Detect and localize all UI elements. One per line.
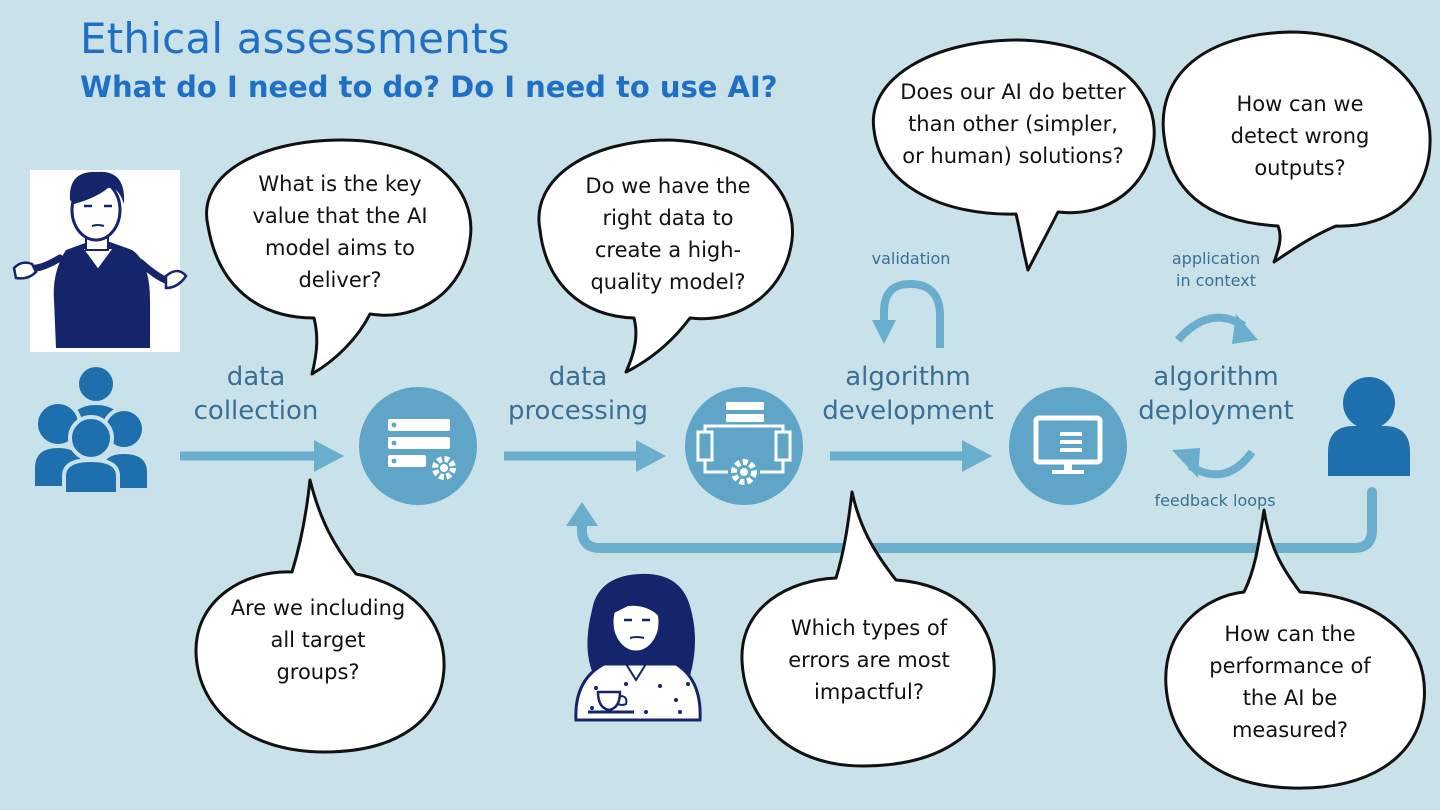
label-line: application (1171, 249, 1261, 268)
stage-label-algorithm-deployment: algorithm deployment (1130, 360, 1302, 428)
stage-label-data-collection: data collection (170, 360, 342, 428)
bubble-line: What is the key (258, 172, 422, 196)
return-arrow-head (566, 502, 598, 526)
bubble-line: quality model? (590, 270, 746, 294)
validation-loop-arrow (872, 279, 944, 348)
page-subtitle: What do I need to do? Do I need to use A… (80, 70, 778, 104)
stage-label-line: algorithm (845, 362, 971, 392)
flow-arrow-3 (830, 440, 992, 472)
woman-with-cup-figure (574, 573, 702, 722)
stage-label-line: data (548, 362, 608, 392)
bubble-line: outputs? (1254, 156, 1346, 180)
bubble-text-key-value: What is the key value that the AI model … (230, 168, 450, 296)
bubble-text-detect: How can we detect wrong outputs? (1204, 88, 1396, 184)
bubble-line: How can we (1236, 92, 1364, 116)
feedback-cycle-arrow (1172, 448, 1256, 479)
bubble-text-target-groups: Are we including all target groups? (216, 592, 420, 688)
bubble-line: Which types of (790, 616, 948, 640)
bubble-performance (1164, 508, 1426, 790)
man-shrugging-figure (12, 170, 188, 352)
bubble-line: errors are most (788, 648, 950, 672)
bubble-line: all target (270, 628, 366, 652)
network-gear-icon (685, 387, 803, 505)
flow-arrow-2 (504, 440, 666, 472)
bubble-key-value (205, 138, 473, 376)
bubble-text-performance: How can the performance of the AI be mea… (1190, 618, 1390, 746)
stage-label-data-processing: data processing (496, 360, 660, 428)
bubble-line: or human) solutions? (902, 144, 1124, 168)
bubble-target-groups (194, 478, 446, 754)
bubble-better (871, 38, 1156, 272)
bubble-detect (1161, 30, 1432, 264)
bubble-text-right-data: Do we have the right data to create a hi… (562, 170, 774, 298)
bubble-line: impactful? (814, 680, 924, 704)
bubble-text-errors: Which types of errors are most impactful… (764, 612, 974, 708)
bubble-line: value that the AI (252, 204, 428, 228)
bubble-line: measured? (1231, 718, 1349, 742)
page-title: Ethical assessments (80, 14, 510, 63)
feedback-loops-label: feedback loops (1154, 491, 1276, 510)
bubble-line: right data to (602, 206, 734, 230)
stage-label-line: collection (193, 396, 319, 426)
bubble-line: Does our AI do better (900, 80, 1126, 104)
bubble-line: Are we including (230, 596, 406, 620)
user-icon (1328, 377, 1410, 476)
monitor-icon (1009, 387, 1127, 505)
label-line: in context (1176, 271, 1256, 290)
bubble-text-better: Does our AI do better than other (simple… (880, 76, 1146, 172)
bubble-line: How can the (1224, 622, 1356, 646)
stage-label-line: deployment (1138, 396, 1294, 426)
stage-label-line: development (822, 396, 994, 426)
stage-label-line: processing (507, 396, 649, 426)
server-gear-icon (359, 387, 477, 505)
bubble-line: groups? (276, 660, 360, 684)
bubble-line: than other (simpler, (908, 112, 1118, 136)
bubble-right-data (537, 138, 794, 374)
bubble-line: Do we have the (585, 174, 751, 198)
stage-label-line: data (226, 362, 286, 392)
validation-label: validation (871, 249, 951, 268)
return-arrow (577, 487, 1377, 553)
bubble-line: performance of (1209, 654, 1371, 678)
bubble-line: model aims to (265, 236, 415, 260)
bubble-errors (740, 490, 996, 768)
stage-label-algorithm-development: algorithm development (812, 360, 1004, 428)
bubble-line: detect wrong (1230, 124, 1370, 148)
application-in-context-label: application in context (1156, 248, 1276, 292)
stage-label-line: algorithm (1153, 362, 1279, 392)
people-group-icon (31, 367, 151, 496)
bubble-line: create a high- (594, 238, 742, 262)
bubble-line: deliver? (298, 268, 382, 292)
application-cycle-arrow (1175, 313, 1258, 344)
bubble-line: the AI be (1242, 686, 1338, 710)
flow-arrow-1 (180, 440, 344, 472)
